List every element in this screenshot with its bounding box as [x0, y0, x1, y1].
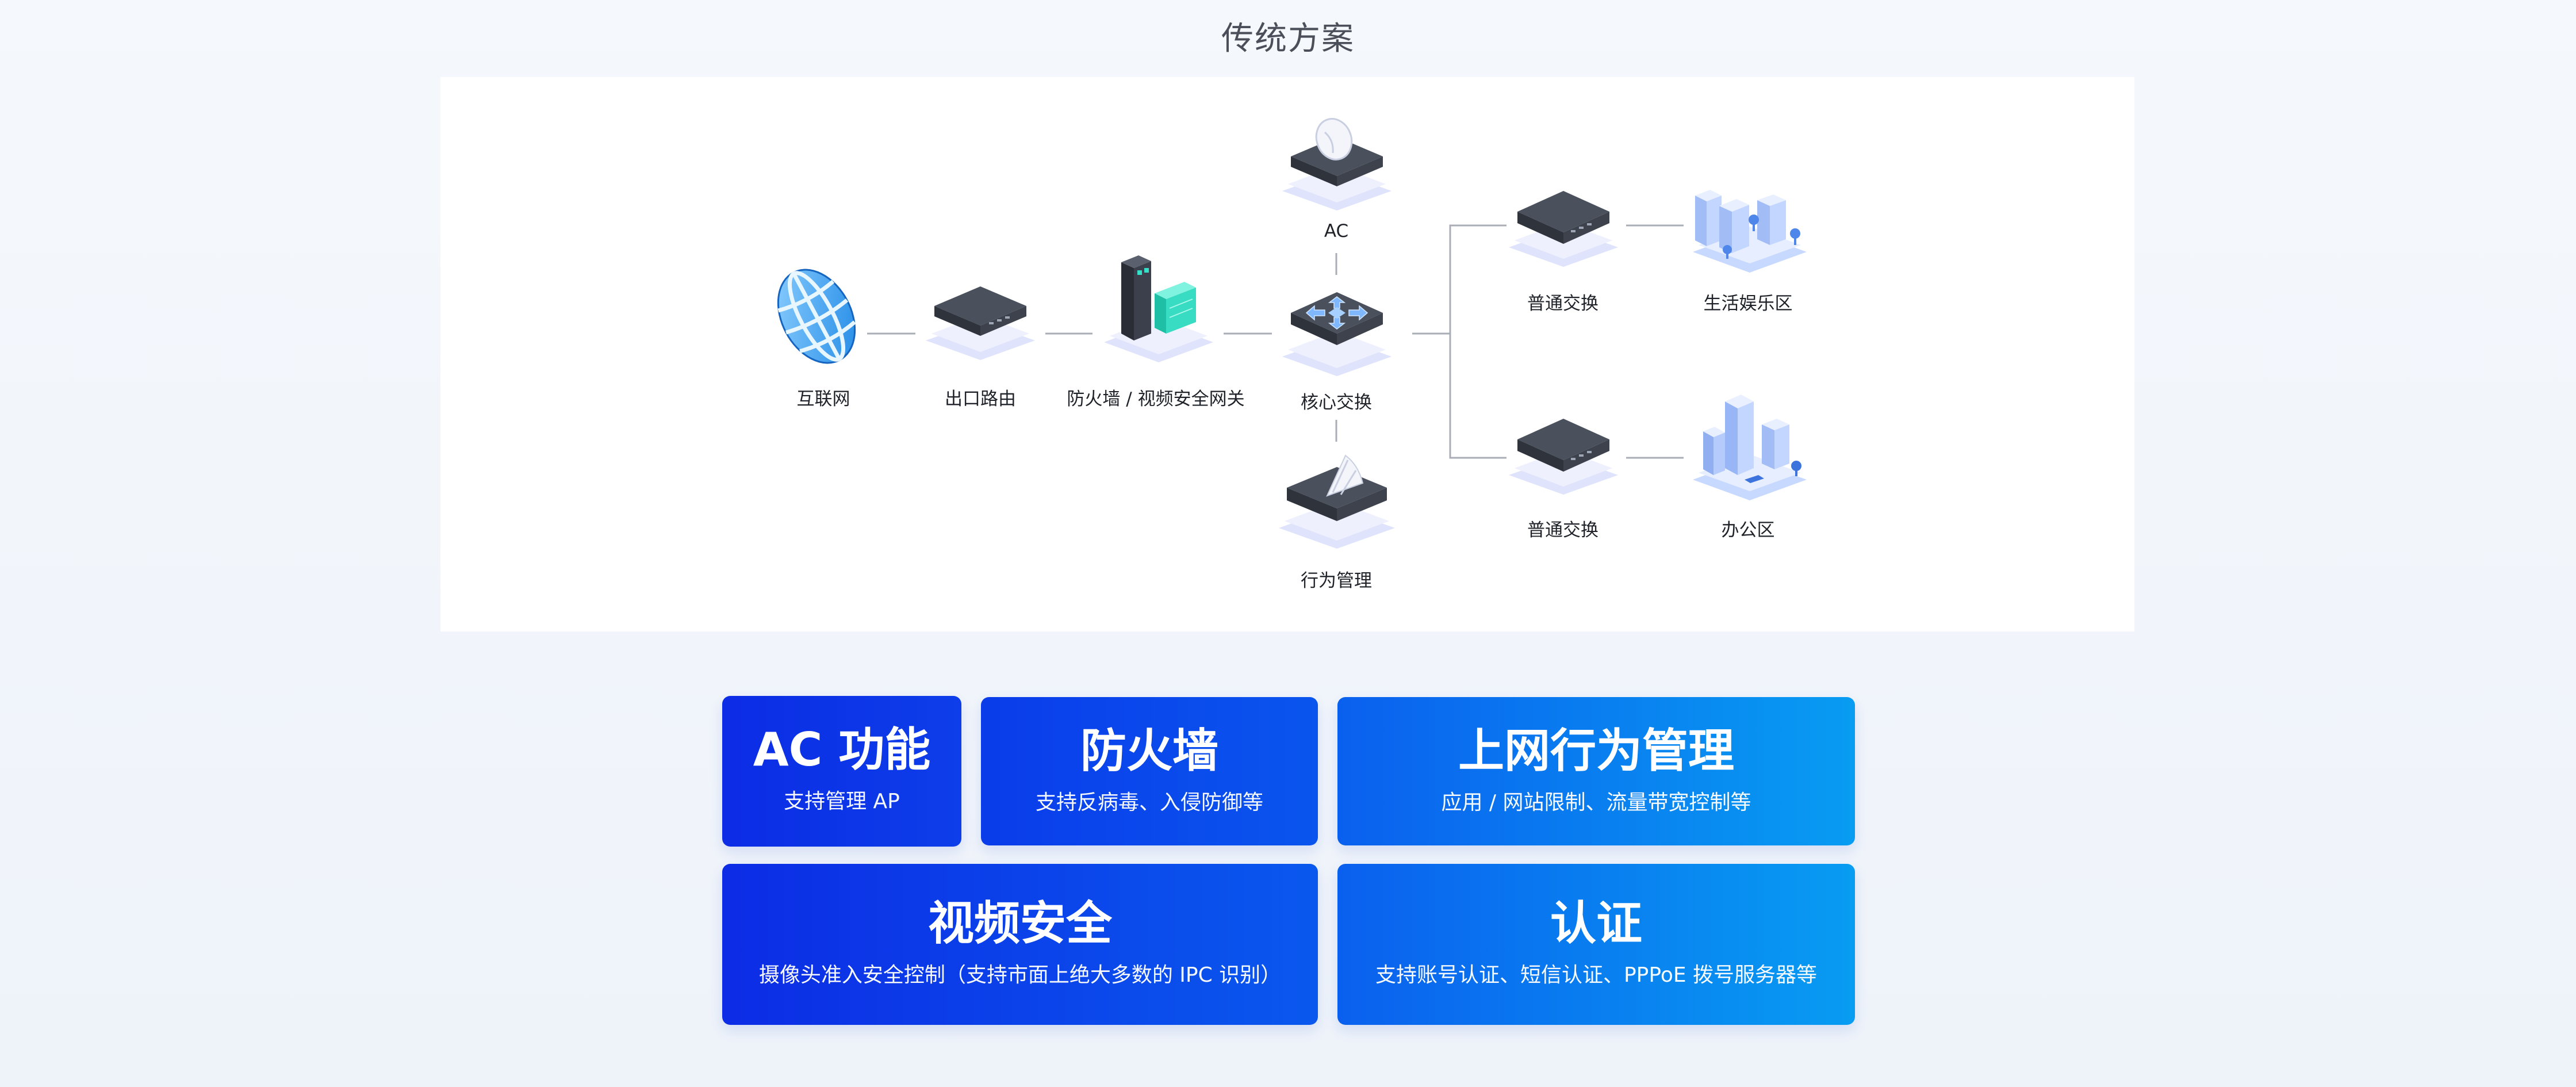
card-authentication: 认证 支持账号认证、短信认证、PPPoE 拨号服务器等: [1337, 864, 1855, 1025]
switch-bottom-node: [1503, 411, 1624, 497]
card-ac-subtitle: 支持管理 AP: [784, 790, 900, 813]
behavior-mgmt-label: 行为管理: [1301, 571, 1372, 591]
card-auth-subtitle: 支持账号认证、短信认证、PPPoE 拨号服务器等: [1375, 963, 1818, 987]
card-video-security: 视频安全 摄像头准入安全控制（支持市面上绝大多数的 IPC 识别）: [722, 864, 1318, 1025]
card-ac-function: AC 功能 支持管理 AP: [722, 696, 961, 847]
router-node: [920, 276, 1041, 362]
living-area-node: [1689, 178, 1810, 276]
card-auth-title: 认证: [1550, 897, 1642, 950]
office-area-node: [1689, 395, 1810, 504]
internet-node: [765, 265, 868, 368]
router-label: 出口路由: [945, 389, 1016, 409]
switch-bottom-label: 普通交换: [1527, 520, 1598, 541]
router-icon: [926, 286, 1035, 360]
card-firewall-subtitle: 支持反病毒、入侵防御等: [1035, 791, 1263, 814]
card-behavior-subtitle: 应用 / 网站限制、流量带宽控制等: [1441, 791, 1751, 814]
internet-label: 互联网: [796, 389, 850, 409]
switch-icon: [1509, 419, 1618, 495]
switch-top-label: 普通交换: [1527, 293, 1598, 314]
office-buildings-icon: [1693, 395, 1807, 500]
card-video-title: 视频安全: [928, 897, 1112, 950]
firewall-node: [1098, 253, 1219, 368]
switch-top-node: [1503, 183, 1624, 269]
page-title: 传统方案: [1221, 20, 1355, 58]
firewall-icon: [1104, 255, 1213, 362]
behavior-mgmt-node: [1272, 447, 1402, 551]
behavior-mgmt-icon: [1279, 454, 1395, 549]
buildings-icon: [1693, 190, 1807, 273]
office-area-label: 办公区: [1721, 520, 1775, 541]
card-behavior-title: 上网行为管理: [1458, 724, 1734, 778]
card-firewall-title: 防火墙: [1080, 724, 1218, 778]
ac-controller-icon: [1282, 118, 1392, 210]
core-switch-icon: [1282, 292, 1392, 376]
core-switch-node: [1276, 281, 1397, 378]
switch-icon: [1509, 191, 1618, 267]
ac-node: [1276, 115, 1397, 213]
card-video-subtitle: 摄像头准入安全控制（支持市面上绝大多数的 IPC 识别）: [758, 963, 1282, 987]
ac-label: AC: [1324, 221, 1349, 242]
diagram-panel: [440, 77, 2134, 631]
card-behavior-management: 上网行为管理 应用 / 网站限制、流量带宽控制等: [1337, 697, 1855, 845]
card-ac-title: AC 功能: [753, 723, 931, 776]
globe-icon: [777, 269, 856, 364]
firewall-label: 防火墙 / 视频安全网关: [1067, 389, 1245, 409]
living-area-label: 生活娱乐区: [1703, 293, 1793, 314]
card-firewall: 防火墙 支持反病毒、入侵防御等: [981, 697, 1318, 845]
core-switch-label: 核心交换: [1301, 392, 1372, 413]
